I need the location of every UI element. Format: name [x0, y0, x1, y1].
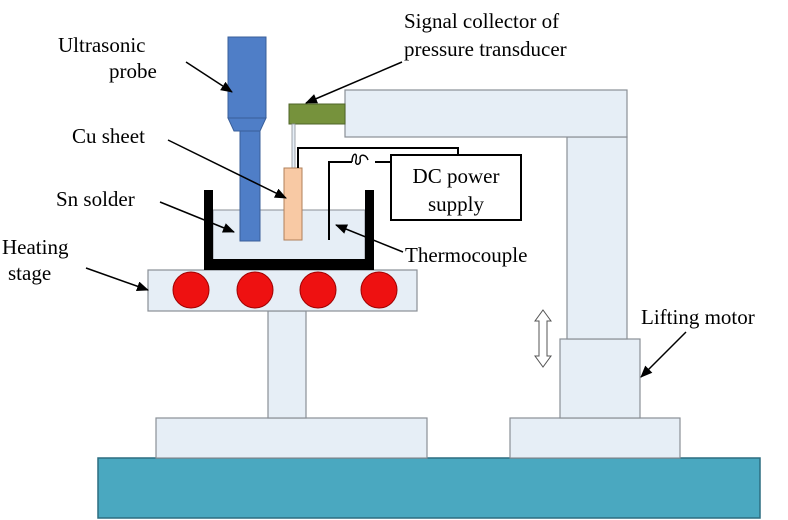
pointer-cu-sheet [167, 139, 287, 199]
left-foot [155, 417, 428, 459]
label-heating-stage-1: Heating [2, 235, 69, 259]
crucible-bottom [204, 259, 374, 270]
sensor-holder [291, 123, 296, 169]
lifting-motor-box [559, 338, 641, 419]
label-lifting-motor: Lifting motor [641, 305, 755, 329]
heater-element [360, 271, 398, 309]
crucible-left-wall [204, 190, 213, 270]
heater-element [236, 271, 274, 309]
wire-break [351, 153, 369, 165]
heater-element [299, 271, 337, 309]
label-ultrasonic-probe-1: Ultrasonic [58, 33, 145, 57]
top-arm [344, 89, 628, 138]
probe-taper [227, 117, 267, 132]
dc-power-supply-box [390, 154, 522, 221]
label-ultrasonic-probe-2: probe [109, 59, 157, 83]
thermocouple-wire [328, 161, 352, 240]
label-thermocouple: Thermocouple [405, 243, 527, 267]
crucible-right-wall [365, 190, 374, 270]
probe-body [227, 36, 267, 119]
pointer-heating-stage [85, 267, 149, 292]
probe-tip [239, 130, 261, 242]
heater-element [172, 271, 210, 309]
base-platform [97, 457, 761, 519]
up-down-arrow [534, 309, 552, 368]
pointer-signal-collector [305, 61, 403, 104]
label-sn-solder: Sn solder [56, 187, 135, 211]
right-foot [509, 417, 681, 459]
right-column [566, 136, 628, 340]
label-signal-collector-1: Signal collector of [404, 9, 559, 33]
label-cu-sheet: Cu sheet [72, 124, 145, 148]
left-column [267, 310, 307, 419]
pointer-sn-solder [159, 201, 235, 233]
label-dc-power-1: DC power [413, 164, 500, 188]
label-signal-collector-2: pressure transducer [404, 37, 567, 61]
label-dc-power-2: supply [428, 192, 485, 216]
pointer-ultrasonic-probe [185, 61, 233, 93]
pressure-sensor [288, 103, 346, 125]
pointer-thermocouple [335, 224, 404, 253]
label-heating-stage-2: stage [8, 261, 51, 285]
pointer-lifting-motor [640, 331, 687, 378]
cu-sheet [283, 167, 303, 241]
